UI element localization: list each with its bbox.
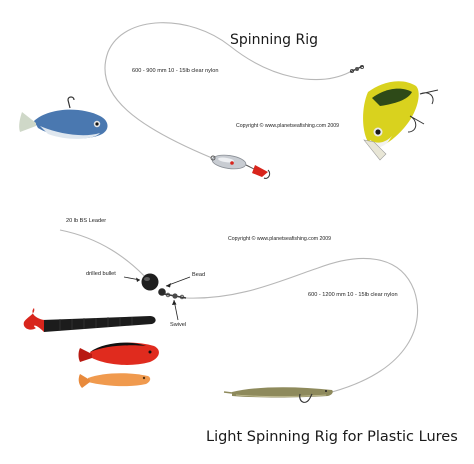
leader-label: 20 lb BS Leader: [66, 218, 106, 224]
olive-eel-lure: [223, 387, 333, 403]
bottom-title: Light Spinning Rig for Plastic Lures: [206, 429, 458, 445]
top-nylon-line: [104, 22, 351, 159]
bead-label: Bead: [192, 272, 205, 278]
bottom-line-label: 600 - 1200 mm 10 - 15lb clear nylon: [308, 292, 398, 298]
blue-shad-lure: [19, 96, 108, 139]
red-tail-worm-lure: [23, 308, 156, 332]
top-title: Spinning Rig: [230, 32, 318, 48]
top-copyright: Copyright © www.planetseafishing.com 200…: [236, 122, 339, 129]
drilled-bullet: [141, 273, 159, 291]
bottom-copyright: Copyright © www.planetseafishing.com 200…: [228, 235, 331, 242]
drilled-bullet-label: drilled bullet: [86, 271, 116, 277]
bottom-nylon-line: [185, 257, 418, 393]
yellow-minnow-lure: [363, 81, 439, 161]
bottom-swivel: [163, 292, 187, 300]
bead: [158, 288, 166, 296]
top-line-label: 600 - 900 mm 10 - 15lb clear nylon: [132, 68, 218, 74]
top-swivel: [349, 65, 364, 74]
swivel-label: Swivel: [170, 322, 186, 328]
spoon-lure: [210, 154, 271, 179]
red-shad-lure: [78, 342, 159, 365]
orange-shad-lure: [78, 373, 151, 388]
leader-line: [59, 229, 151, 283]
